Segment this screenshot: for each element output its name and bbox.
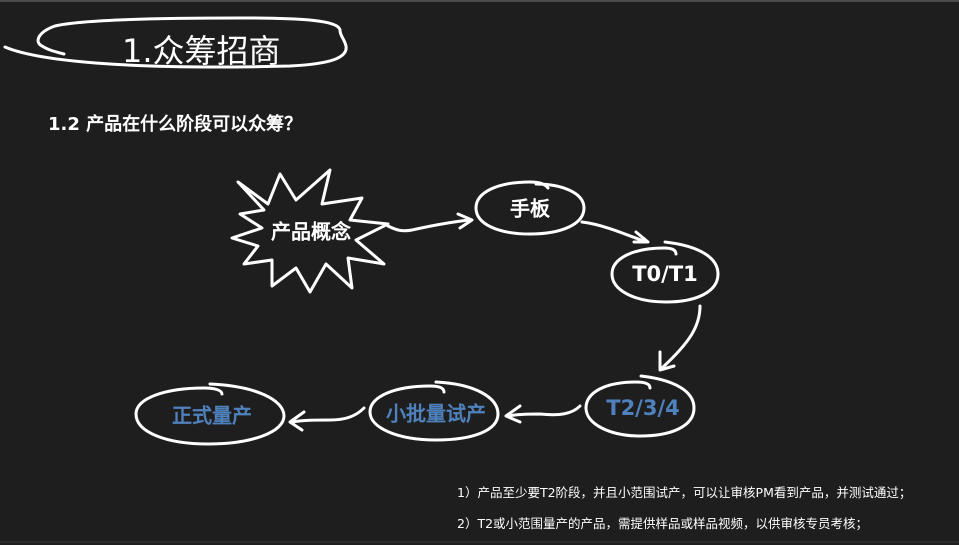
pilot-ellipse: [368, 380, 500, 442]
note-1: 1）产品至少要T2阶段，并且小范围试产，可以让审核PM看到产品，并测试通过；: [457, 485, 912, 500]
node-product-concept: 产品概念: [271, 219, 351, 244]
slide-title: 1.众筹招商: [122, 32, 281, 70]
title-loop-outline: [3, 16, 348, 69]
node-t2-t3-t4: T2/3/4: [606, 396, 680, 420]
arrow-t0t1-to-t234: [660, 304, 702, 370]
mass-ellipse: [134, 382, 286, 446]
arrow-pilot-to-mass: [290, 406, 366, 424]
t234-ellipse: [584, 374, 696, 438]
node-mass-production: 正式量产: [172, 403, 252, 428]
bottom-edge: [0, 541, 959, 543]
t0t1-ellipse: [610, 240, 720, 304]
arrow-prototype-to-t0t1: [580, 220, 648, 244]
section-heading: 1.2 产品在什么阶段可以众筹？: [48, 114, 303, 135]
prototype-ellipse: [474, 180, 586, 236]
note-2: 2）T2或小范围量产的产品，需提供样品或样品视频，以供审核专员考核；: [457, 516, 869, 531]
node-t0-t1: T0/T1: [632, 262, 698, 286]
node-pilot-production: 小批量试产: [386, 401, 486, 426]
arrow-t234-to-pilot: [506, 404, 582, 418]
arrow-concept-to-prototype: [386, 218, 472, 233]
starburst-shape: [230, 168, 390, 294]
node-prototype: 手板: [510, 196, 550, 221]
